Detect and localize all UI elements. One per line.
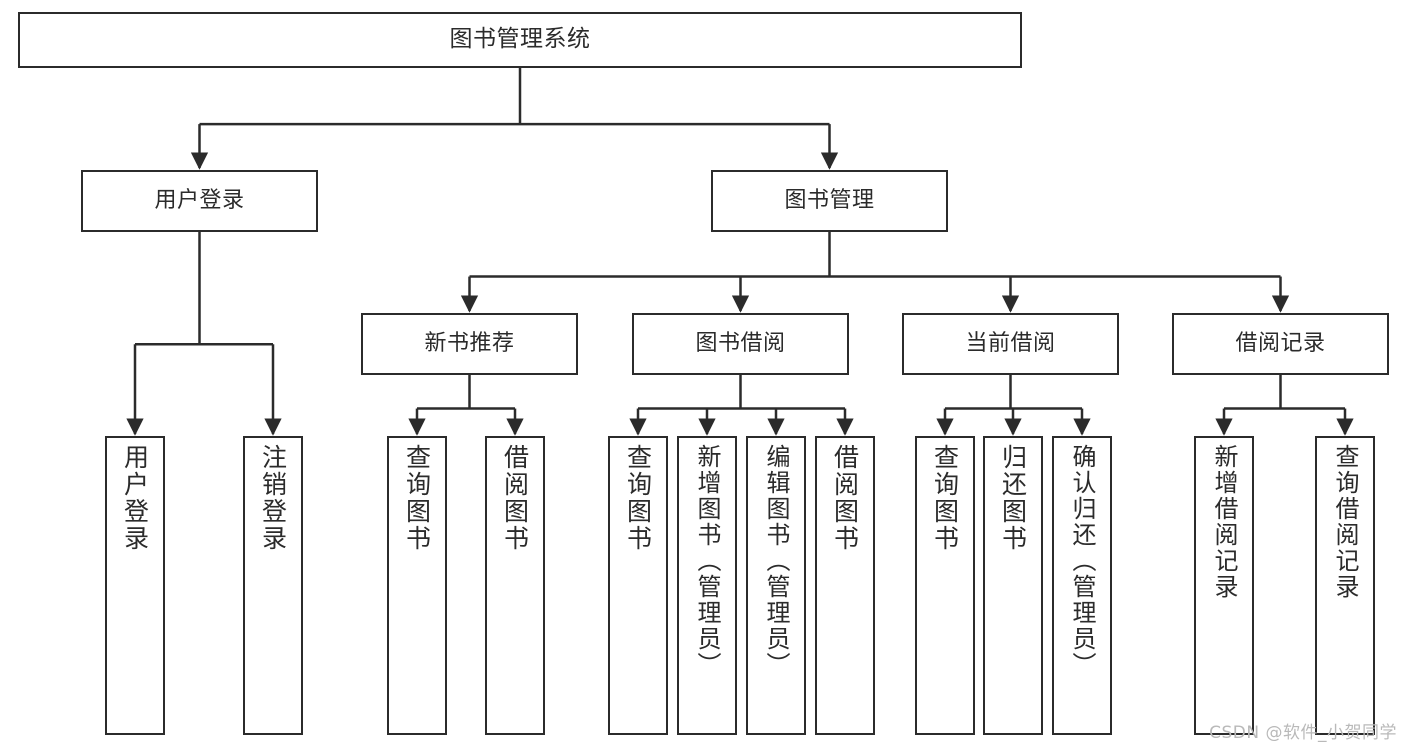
node-label: 确认归还（管理员） (1068, 444, 1096, 678)
node-label: 用户登录 (154, 187, 245, 213)
node-leaf-7[interactable]: 编辑图书（管理员） (746, 436, 806, 735)
node-label: 图书管理 (784, 187, 875, 213)
node-label: 借阅记录 (1235, 330, 1326, 356)
node-records[interactable]: 借阅记录 (1172, 313, 1389, 375)
node-leaf-5[interactable]: 查询图书 (608, 436, 668, 735)
node-leaf-4[interactable]: 借阅图书 (485, 436, 545, 735)
node-leaf-11[interactable]: 确认归还（管理员） (1052, 436, 1112, 735)
node-newbook[interactable]: 新书推荐 (361, 313, 578, 375)
node-label: 查询图书 (930, 444, 960, 552)
node-current[interactable]: 当前借阅 (902, 313, 1119, 375)
node-leaf-12[interactable]: 新增借阅记录 (1194, 436, 1254, 735)
node-label: 注销登录 (258, 444, 288, 552)
node-bookmgmt[interactable]: 图书管理 (711, 170, 948, 232)
node-root[interactable]: 图书管理系统 (18, 12, 1022, 68)
node-label: 用户登录 (120, 444, 150, 552)
node-leaf-9[interactable]: 查询图书 (915, 436, 975, 735)
node-borrow[interactable]: 图书借阅 (632, 313, 849, 375)
node-leaf-6[interactable]: 新增图书（管理员） (677, 436, 737, 735)
node-label: 新增图书（管理员） (693, 444, 721, 678)
node-leaf-1[interactable]: 用户登录 (105, 436, 165, 735)
node-label: 编辑图书（管理员） (762, 444, 790, 678)
node-leaf-3[interactable]: 查询图书 (387, 436, 447, 735)
node-login[interactable]: 用户登录 (81, 170, 318, 232)
node-label: 借阅图书 (830, 444, 860, 552)
node-label: 查询图书 (402, 444, 432, 552)
node-label: 查询借阅记录 (1331, 444, 1359, 600)
node-leaf-13[interactable]: 查询借阅记录 (1315, 436, 1375, 735)
node-leaf-10[interactable]: 归还图书 (983, 436, 1043, 735)
node-label: 新增借阅记录 (1210, 444, 1238, 600)
node-leaf-8[interactable]: 借阅图书 (815, 436, 875, 735)
node-label: 查询图书 (623, 444, 653, 552)
node-label: 图书借阅 (695, 330, 786, 356)
node-label: 新书推荐 (424, 330, 515, 356)
node-label: 借阅图书 (500, 444, 530, 552)
node-label: 当前借阅 (965, 330, 1056, 356)
node-label: 归还图书 (998, 444, 1028, 552)
node-label: 图书管理系统 (449, 26, 591, 53)
node-leaf-2[interactable]: 注销登录 (243, 436, 303, 735)
watermark: CSDN @软件_小贺同学 (1209, 723, 1397, 743)
